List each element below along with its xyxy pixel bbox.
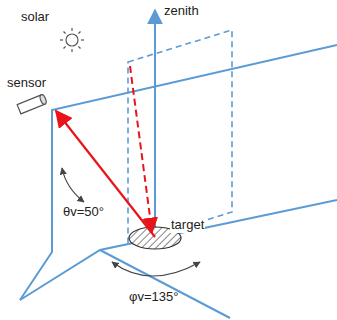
- theta-arc: [62, 168, 84, 202]
- label: zenith: [163, 4, 200, 19]
- label: θv=50°: [62, 205, 105, 220]
- sun-icon: [60, 28, 84, 52]
- solar-ray: [130, 66, 152, 232]
- solar-plane: [128, 30, 232, 244]
- zenith-axis: [154, 10, 156, 238]
- label: solar: [20, 10, 50, 25]
- label: φv=135°: [128, 290, 179, 305]
- label: target: [170, 218, 205, 233]
- ground-plane: [100, 250, 230, 318]
- ground-plane: [20, 200, 337, 300]
- phi-arc: [112, 262, 200, 276]
- sensor-icon: [17, 94, 47, 114]
- view-ray: [56, 111, 155, 237]
- sensor-plane: [20, 45, 337, 300]
- label: sensor: [6, 76, 47, 91]
